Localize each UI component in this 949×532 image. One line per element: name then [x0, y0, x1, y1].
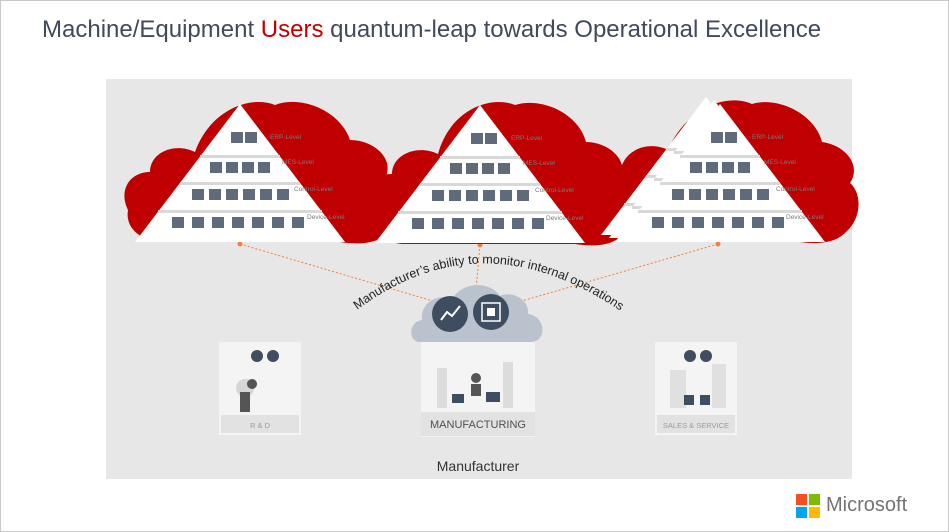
cloud-label-other: ... other manufacturing: [671, 230, 763, 240]
robot-icon: [452, 394, 464, 403]
dept-manufacturing: MANUFACTURING: [421, 342, 535, 437]
level-erp-3: ERP-Level: [752, 134, 784, 141]
level-mes-2: MES-Level: [523, 160, 555, 167]
level-control-1: Control-Level: [294, 186, 333, 193]
title-accent: Users: [260, 16, 324, 43]
people-icon: [684, 395, 694, 405]
analytics-small-icon-2: [684, 350, 696, 362]
title-prefix: Machine/Equipment: [42, 16, 261, 43]
dept-label-rnd: R & D: [250, 421, 271, 430]
central-cloud: [411, 285, 543, 342]
manufacturer-label: Manufacturer: [437, 458, 520, 474]
dept-label-manufacturing: MANUFACTURING: [430, 419, 526, 431]
monitor-icon: [486, 392, 500, 402]
dept-rnd: R & D: [219, 342, 301, 435]
level-control-3: Control-Level: [776, 186, 815, 193]
cloud-americas: ERP-Level MES-Level Control-Level Device…: [124, 101, 400, 244]
slide-title: Machine/Equipment Users quantum-leap tow…: [42, 16, 821, 44]
device-small-icon-2: [700, 350, 712, 362]
level-mes-3: MES-Level: [764, 159, 796, 166]
cloud-label-asia: Asia Manufacturing: [438, 231, 517, 241]
cloud-label-americas: Americas Manufacturing: [191, 230, 290, 240]
scientist-icon: [247, 379, 257, 389]
brand-name: Microsoft: [826, 494, 908, 516]
level-device-3: Device-Level: [786, 214, 824, 221]
level-device-2: Device-Level: [546, 215, 584, 222]
cloud-asia: ERP-Level MES-Level Control-Level Device…: [368, 102, 635, 246]
level-erp-1: ERP-Level: [270, 134, 302, 141]
level-erp-2: ERP-Level: [511, 135, 543, 142]
level-mes-1: MES-Level: [282, 159, 314, 166]
level-control-2: Control-Level: [535, 187, 574, 194]
analytics-small-icon: [251, 350, 263, 362]
worker-icon: [471, 373, 481, 383]
title-suffix: quantum-leap towards Operational Excelle…: [323, 16, 822, 43]
cloud-other: ERP-Level MES-Level Control-Level Device…: [595, 97, 859, 243]
level-device-1: Device-Level: [307, 214, 345, 221]
dept-label-sales: SALES & SERVICE: [663, 421, 729, 430]
device-small-icon: [267, 350, 279, 362]
microsoft-logo-icon: [796, 494, 820, 518]
dept-sales: SALES & SERVICE: [655, 342, 737, 435]
